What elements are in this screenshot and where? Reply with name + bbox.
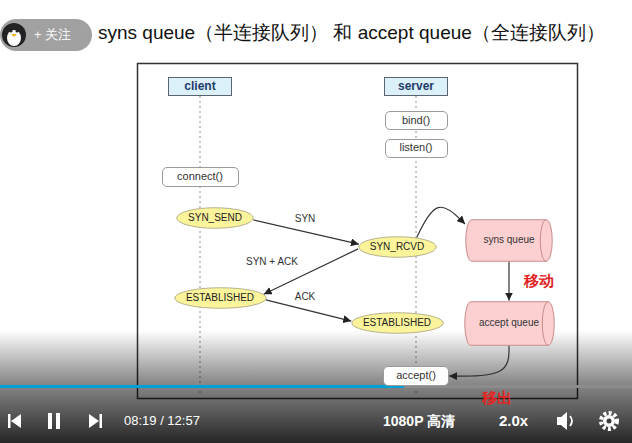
time-display: 08:19 / 12:57 xyxy=(124,413,200,429)
player-shade xyxy=(0,330,632,443)
node-text: accept() xyxy=(396,369,436,382)
state-ellipse: SYN_RCVD xyxy=(358,236,437,258)
follow-label: + 关注 xyxy=(34,27,71,43)
edge-label: 移出 xyxy=(480,389,514,407)
node-text: bind() xyxy=(402,114,430,127)
call-box: accept() xyxy=(383,366,449,386)
state-ellipse: ESTABLISHED xyxy=(351,312,444,334)
edge-label: ACK xyxy=(293,291,318,303)
settings-icon xyxy=(601,413,617,429)
arrow-connector xyxy=(417,207,465,237)
follow-button xyxy=(0,19,92,51)
queue-cylinder: syns queue xyxy=(465,219,553,262)
node-text: server xyxy=(398,79,434,93)
arrow-connector xyxy=(266,300,351,321)
progress-played xyxy=(0,385,404,388)
call-box: bind() xyxy=(385,111,448,130)
lifeline-header: client xyxy=(168,77,232,96)
node-text: connect() xyxy=(177,170,223,183)
node-text: ESTABLISHED xyxy=(363,317,431,329)
call-box: connect() xyxy=(162,167,239,187)
quality-label: 1080P 高清 xyxy=(383,413,455,430)
state-ellipse: ESTABLISHED xyxy=(174,287,267,309)
state-ellipse: SYN_SEND xyxy=(176,207,254,229)
arrow-connector xyxy=(449,346,509,377)
progress-track xyxy=(0,385,632,388)
arrow-connector xyxy=(508,262,509,301)
queue-cylinder: accept queue xyxy=(464,301,555,346)
node-text: client xyxy=(184,79,215,93)
node-text: syns queue xyxy=(483,234,534,246)
call-box: listen() xyxy=(385,139,448,158)
title: syns queue（半连接队列） 和 accept queue（全连接队列） xyxy=(98,22,605,45)
speed-label: 2.0x xyxy=(499,412,528,430)
lifeline-header: server xyxy=(384,77,448,96)
node-text: SYN_RCVD xyxy=(370,241,424,253)
node-text: ESTABLISHED xyxy=(186,292,254,304)
node-text: SYN_SEND xyxy=(188,212,242,224)
edge-label: SYN xyxy=(293,213,318,225)
edge-label: 移动 xyxy=(522,272,556,290)
player-icons xyxy=(8,412,572,430)
node-text: accept queue xyxy=(479,317,539,329)
avatar-icon xyxy=(2,23,26,47)
node-text: listen() xyxy=(399,141,432,154)
edge-label: SYN + ACK xyxy=(244,256,300,268)
